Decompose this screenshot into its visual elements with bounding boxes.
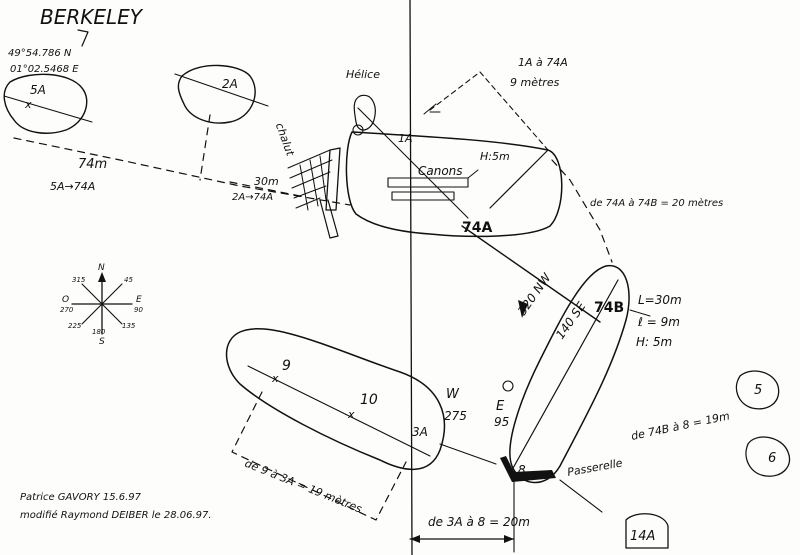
label-8: 8 — [518, 463, 526, 477]
compass-e: E — [136, 295, 142, 305]
compass-n: N — [98, 263, 105, 273]
label-helice: Hélice — [346, 68, 380, 81]
dim-1a-74a-left — [429, 71, 481, 111]
line-5a-74a — [13, 137, 351, 206]
dim-h: H: 5m — [636, 335, 672, 349]
wreck-74a-hull — [345, 131, 563, 238]
bearing-arrow-head — [518, 300, 528, 318]
label-9m: 9 mètres — [510, 76, 560, 89]
compass-315: 315 — [72, 276, 86, 284]
label-140-se: 140 SE — [553, 299, 589, 342]
label-275: 275 — [444, 409, 467, 423]
dashed-9-3a — [231, 391, 407, 521]
label-h5m-74a: H:5m — [480, 150, 510, 163]
dist-74m: 74m — [78, 157, 107, 172]
arrow-head-1 — [423, 103, 441, 115]
coord-lon: 01°02.5468 E — [10, 64, 79, 75]
label-2a-74a: 2A→74A — [232, 192, 273, 203]
wreck-lower-axis — [247, 365, 431, 457]
small-object — [502, 380, 514, 392]
compass-270: 270 — [60, 306, 74, 314]
label-9-3a: de 9 à 3A = 19 mètres — [243, 457, 364, 516]
arrow-left — [410, 535, 420, 543]
wreck-74b-hull — [509, 265, 630, 484]
point-5a: x — [24, 98, 32, 111]
compass-rose — [71, 272, 133, 335]
label-3a: 3A — [412, 425, 428, 439]
rock-6 — [745, 436, 791, 477]
label-rock-6: 6 — [768, 451, 776, 466]
compass-180: 180 — [92, 328, 106, 336]
compass-s: S — [99, 337, 105, 347]
cannon-1 — [387, 177, 469, 188]
dim-l: L=30m — [638, 293, 682, 307]
compass-45: 45 — [124, 276, 133, 284]
label-canons: Canons — [418, 164, 463, 178]
rock-5a-axis — [3, 95, 93, 123]
passerelle-structure — [500, 456, 556, 482]
point-10: x — [347, 408, 355, 421]
line-2a-74a — [229, 181, 301, 197]
width-arrow-74a — [489, 149, 549, 209]
credit-modified: modifié Raymond DEIBER le 28.06.97. — [20, 509, 212, 521]
bearing-line — [461, 225, 601, 323]
dist-30m: 30m — [254, 175, 279, 188]
rock-14a — [625, 513, 669, 549]
label-1a: 1A — [398, 132, 413, 145]
label-5a: 5A — [30, 83, 46, 97]
rock-2a — [177, 64, 256, 124]
compass-90: 90 — [134, 306, 143, 314]
compass-225: 225 — [68, 322, 82, 330]
coord-lat: 49°54.786 N — [8, 48, 72, 59]
dim-connector — [629, 309, 651, 317]
rudder — [319, 199, 339, 239]
passerelle-line — [559, 479, 603, 513]
rock-5 — [735, 370, 780, 410]
label-chalut: chalut — [273, 121, 297, 158]
rock-5a — [3, 73, 88, 134]
title-marker — [77, 29, 89, 47]
dim-l2: ℓ = 9m — [637, 315, 680, 329]
line-2a-down — [199, 114, 211, 181]
label-rock-5: 5 — [754, 383, 762, 398]
label-74a: 74A — [462, 220, 492, 236]
label-74a-74b: de 74A à 74B = 20 mètres — [590, 197, 723, 209]
wreck-lower-hull — [225, 328, 446, 471]
credit-author: Patrice GAVORY 15.6.97 — [20, 492, 142, 503]
label-14a: 14A — [630, 529, 655, 544]
compass-135: 135 — [122, 322, 136, 330]
label-5a-74a: 5A→74A — [50, 180, 95, 193]
label-9: 9 — [282, 358, 291, 374]
arrow-right — [504, 535, 514, 543]
compass-o: O — [62, 295, 69, 305]
canons-pointer — [467, 169, 479, 179]
reference-line — [409, 0, 413, 555]
label-74b: 74B — [594, 300, 624, 316]
line-3a-8 — [439, 443, 497, 465]
label-10: 10 — [360, 392, 378, 408]
propeller-hub — [352, 124, 364, 136]
wreck-74b-axis — [511, 279, 619, 471]
label-74b-8: de 74B à 8 = 19m — [630, 409, 731, 443]
net-hatch — [287, 149, 333, 211]
rock-2a-axis — [174, 73, 269, 107]
label-95: 95 — [494, 415, 509, 429]
title: BERKELEY — [40, 5, 144, 29]
stern-post — [325, 147, 341, 211]
label-passerelle: Passerelle — [566, 456, 623, 479]
label-2a: 2A — [222, 77, 238, 91]
label-1a-74a: 1A à 74A — [518, 56, 568, 69]
label-w: W — [446, 387, 460, 402]
dim-1a-74a-right — [479, 71, 549, 151]
line-74a-74b — [551, 159, 613, 263]
cannon-2 — [391, 191, 455, 201]
wreck-74a-axis — [357, 107, 469, 219]
label-e: E — [496, 399, 505, 414]
propeller — [353, 94, 376, 131]
label-3a-8: de 3A à 8 = 20m — [428, 515, 530, 529]
point-9: x — [271, 372, 279, 385]
